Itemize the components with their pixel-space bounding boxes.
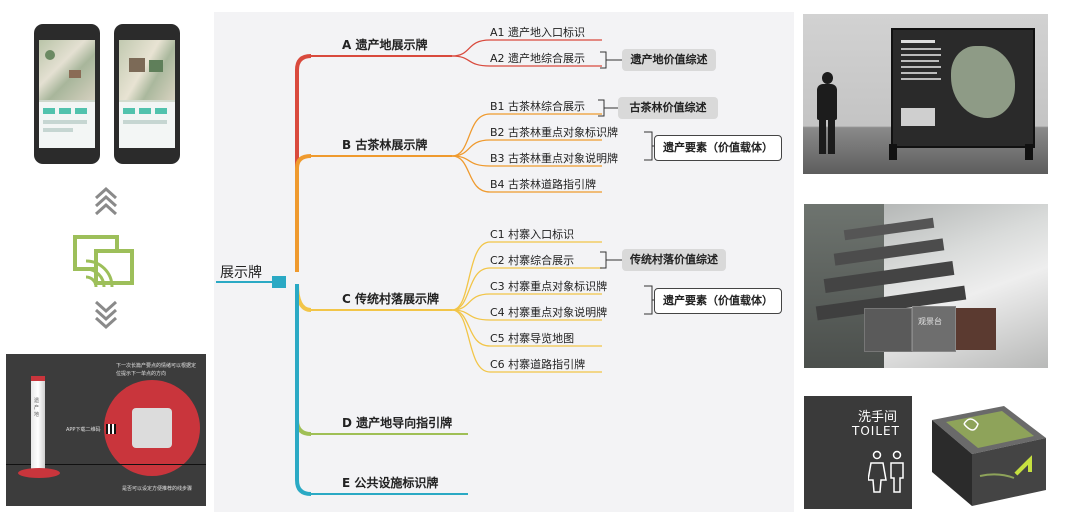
restroom-icon bbox=[868, 450, 904, 493]
photo-signboard bbox=[803, 14, 1048, 174]
sub-item-b3: B3 古茶林重点对象说明牌 bbox=[490, 152, 619, 165]
phone-mockup-1 bbox=[34, 24, 100, 164]
toilet-sign-cn: 洗手间 bbox=[858, 410, 898, 425]
left-column: 下一次长篇产要点的情绪可以根据定位提示下一单点的方向 APP下载二维码 是否可以… bbox=[0, 0, 210, 529]
smart-sign-illustration: 下一次长篇产要点的情绪可以根据定位提示下一单点的方向 APP下载二维码 是否可以… bbox=[6, 354, 206, 506]
sub-item-c6: C6 村寨道路指引牌 bbox=[490, 358, 586, 371]
phone-mockup-2 bbox=[114, 24, 180, 164]
sign-post-label: 遗产地 bbox=[34, 398, 40, 418]
branch-label-d: D 遗产地导向指引牌 bbox=[342, 416, 453, 430]
branch-label-b: B 古茶林展示牌 bbox=[342, 138, 428, 152]
sub-item-c3: C3 村寨重点对象标识牌 bbox=[490, 280, 608, 293]
callout-heritage-elements-b: 遗产要素（价值载体） bbox=[654, 135, 782, 161]
toilet-sign: 洗手间 TOILET bbox=[804, 396, 912, 509]
branch-label-a: A 遗产地展示牌 bbox=[342, 38, 428, 52]
sub-item-c5: C5 村寨导览地图 bbox=[490, 332, 575, 345]
sub-line-b4 bbox=[451, 155, 602, 193]
sub-line-a1 bbox=[451, 39, 602, 57]
sub-item-b1: B1 古茶林综合展示 bbox=[490, 100, 586, 113]
phone-screen-2 bbox=[119, 40, 175, 148]
toilet-sign-en: TOILET bbox=[852, 424, 900, 438]
map-shape bbox=[951, 46, 1015, 118]
ground-line bbox=[6, 464, 206, 465]
sub-line-c3 bbox=[451, 293, 602, 311]
qr-code-icon bbox=[106, 424, 116, 434]
sub-line-c6 bbox=[451, 309, 602, 373]
sub-line-a2 bbox=[451, 55, 602, 67]
stone-sign-3 bbox=[956, 308, 996, 350]
sub-line-b1 bbox=[451, 113, 602, 157]
root-connector bbox=[272, 276, 286, 288]
spine-b bbox=[295, 154, 312, 272]
branch-label-c: C 传统村落展示牌 bbox=[342, 292, 439, 306]
sub-line-c1 bbox=[451, 241, 602, 311]
sub-item-a1: A1 遗产地入口标识 bbox=[490, 26, 586, 39]
sub-item-b4: B4 古茶林道路指引牌 bbox=[490, 178, 597, 191]
app-download-label: APP下载二维码 bbox=[66, 427, 101, 433]
root-label: 展示牌 bbox=[220, 265, 262, 281]
spine-a bbox=[295, 54, 312, 272]
display-board bbox=[891, 28, 1035, 148]
callout-tea-forest-value: 古茶林价值综述 bbox=[618, 97, 718, 119]
branch-label-e: E 公共设施标识牌 bbox=[342, 476, 439, 490]
sign-bottom-text: 是否可以设定方便推荐的线步骤 bbox=[122, 486, 193, 492]
chevron-down-icon bbox=[94, 300, 118, 330]
sub-item-c4: C4 村寨重点对象说明牌 bbox=[490, 306, 608, 319]
callout-heritage-value: 遗产地价值综述 bbox=[622, 49, 716, 71]
sub-line-c2 bbox=[451, 267, 602, 311]
qr-square bbox=[132, 408, 172, 448]
callout-heritage-elements-c: 遗产要素（价值载体） bbox=[654, 288, 782, 314]
sign-post bbox=[31, 376, 45, 477]
chevron-up-icon bbox=[94, 186, 118, 216]
stone-sign-2 bbox=[912, 306, 956, 352]
directional-block-sign bbox=[920, 402, 1050, 508]
sub-item-c2: C2 村寨综合展示 bbox=[490, 254, 575, 267]
stone-sign-1 bbox=[864, 308, 912, 352]
sub-item-b2: B2 古茶林重点对象标识牌 bbox=[490, 126, 619, 139]
sub-line-b2 bbox=[451, 139, 602, 157]
stone-sign-label: 观景台 bbox=[918, 317, 942, 326]
person-silhouette bbox=[815, 72, 839, 156]
sign-top-text: 下一次长篇产要点的情绪可以根据定位提示下一单点的方向 bbox=[116, 363, 197, 377]
callout-village-value: 传统村落价值综述 bbox=[622, 249, 726, 271]
sub-item-a2: A2 遗产地综合展示 bbox=[490, 52, 586, 65]
phone-screen-1 bbox=[39, 40, 95, 148]
nfc-icon bbox=[73, 235, 134, 287]
sign-post-base bbox=[18, 468, 60, 478]
spine-e bbox=[295, 284, 312, 496]
sub-line-c5 bbox=[451, 309, 602, 347]
photo-stepping-stones: 观景台 bbox=[804, 204, 1048, 368]
sub-item-c1: C1 村寨入口标识 bbox=[490, 228, 575, 241]
